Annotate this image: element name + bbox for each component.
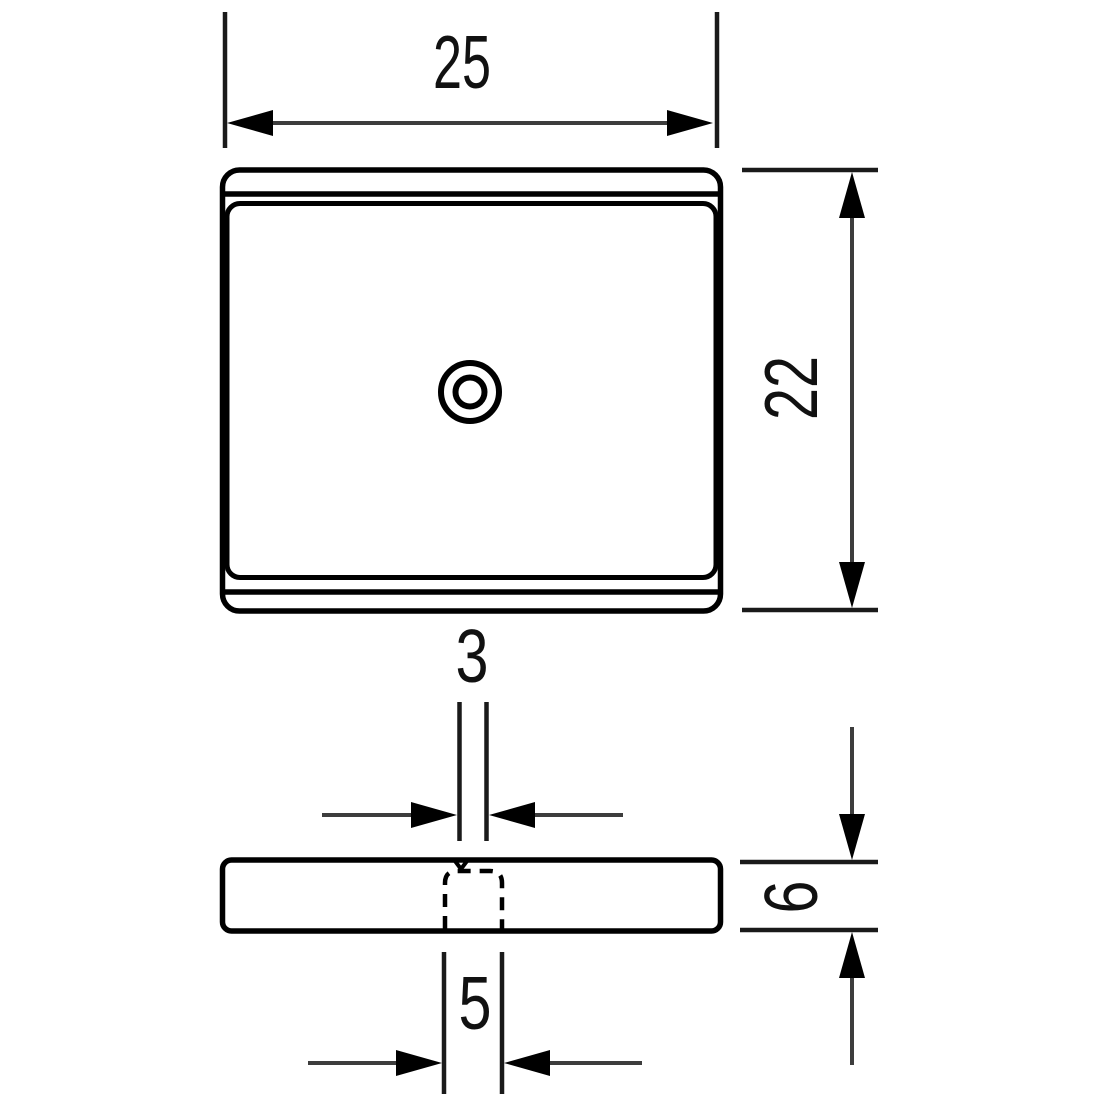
dim-hole-bottom: 5 — [308, 952, 642, 1094]
hidden-hole-outline — [442, 868, 505, 929]
arrowhead-up-icon — [839, 932, 865, 978]
dim-width-label: 25 — [433, 20, 491, 104]
dim-hole-top-label: 3 — [456, 614, 489, 698]
side-view — [219, 857, 724, 934]
arrowhead-left-icon — [227, 110, 273, 136]
dim-thickness-label: 6 — [749, 881, 833, 914]
dim-hole-top: 3 — [322, 614, 623, 841]
arrowhead-left-icon — [504, 1050, 550, 1076]
dim-width: 25 — [222, 12, 720, 148]
arrowhead-right-icon — [411, 802, 457, 828]
arrowhead-down-icon — [839, 814, 865, 860]
dim-hole-bottom-label: 5 — [459, 961, 492, 1045]
arrowhead-left-icon — [489, 802, 535, 828]
arrowhead-right-icon — [667, 110, 713, 136]
plate-outer-edge — [219, 167, 724, 614]
top-view — [219, 167, 724, 614]
dim-height-label: 22 — [749, 356, 833, 420]
side-profile — [219, 857, 724, 934]
dim-thickness: 6 — [740, 727, 878, 1065]
dim-height: 22 — [742, 167, 878, 613]
hole-top-notch — [453, 859, 469, 873]
arrowhead-right-icon — [396, 1050, 442, 1076]
arrowhead-up-icon — [839, 172, 865, 218]
plate-face — [224, 201, 719, 580]
arrowhead-down-icon — [839, 562, 865, 608]
hole-inner-circle — [452, 374, 488, 410]
